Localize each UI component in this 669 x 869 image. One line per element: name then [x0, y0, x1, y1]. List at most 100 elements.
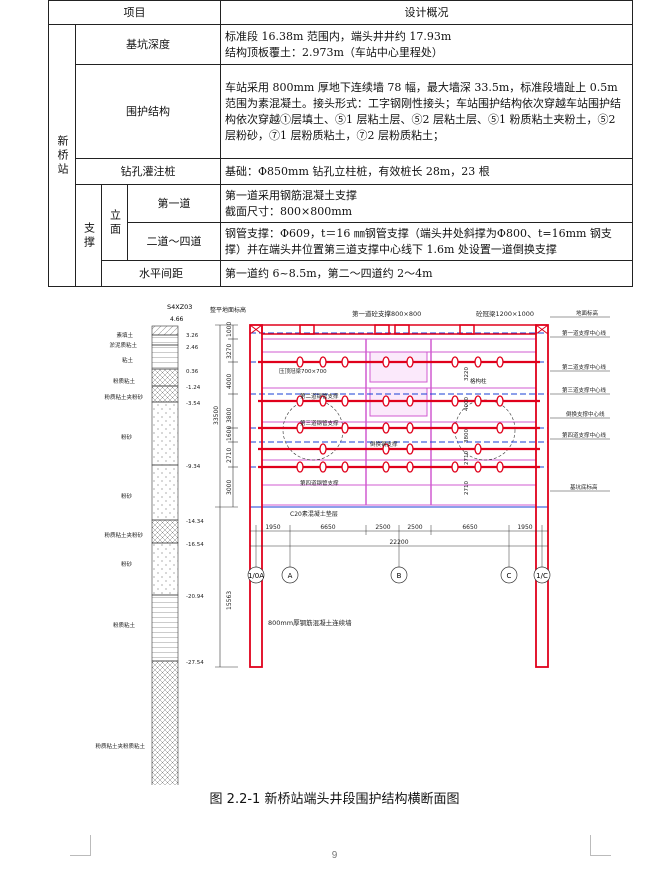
layer-name-8: 粉质粘土夹粉砂 — [104, 531, 143, 539]
axis-markers: 1/0A A B C 1/C — [247, 566, 551, 584]
layer-name-1: 素填土 — [116, 331, 133, 339]
layer-elev-3: 0.36 — [186, 369, 199, 375]
pit-depth-line-2: 结构顶板覆土：2.973m（车站中心里程处） — [225, 45, 443, 59]
dim-left-6: 2710 — [226, 448, 233, 463]
diaphragm-walls — [249, 324, 549, 668]
corner-mark-left — [70, 835, 91, 856]
layer-name-9: 粉砂 — [121, 560, 133, 568]
spacing-value: 第一道约 6~8.5m，第二～四道约 2～4m — [220, 260, 633, 287]
dim-left-4: 3800 — [226, 408, 233, 423]
layer-elev-6: -9.34 — [186, 464, 201, 470]
dim-mid-1: 3220 — [464, 367, 470, 381]
page-number: 9 — [331, 850, 338, 861]
layer-name-11: 粉质粘土夹粉质粘土 — [95, 742, 145, 750]
dim-total-width: 22200 — [389, 539, 408, 546]
first-value: 第一道采用钢筋混凝土支撑 截面尺寸：800×800mm — [220, 184, 633, 223]
borehole-column — [151, 325, 179, 785]
right-label-5: 倒换支撑中心线 — [566, 410, 605, 418]
dim-left-2: 3270 — [226, 344, 233, 359]
layer-name-3: 粘土 — [122, 356, 134, 364]
axis-1-0a: 1/0A — [248, 572, 264, 580]
first-line-1: 第一道采用钢筋混凝土支撑 — [225, 188, 357, 202]
dim-mid-4: 2710 — [464, 451, 470, 465]
layer-elev-8: -16.54 — [186, 542, 204, 548]
left-dimensions — [215, 324, 238, 668]
layer-name-7: 粉砂 — [121, 492, 133, 500]
axis-a: A — [288, 572, 293, 580]
dim-mid-3: 3800 — [464, 429, 470, 443]
axis-1-c: 1/C — [536, 572, 548, 580]
station-label: 新桥站 — [48, 24, 76, 287]
second-fourth-label: 二道～四道 — [127, 222, 221, 261]
label-wall: 800mm厚钢筋混凝土连续墙 — [268, 618, 352, 627]
layer-elev-1: 3.26 — [186, 333, 199, 339]
dim-left-5: 1600 — [226, 426, 233, 441]
spacing-label: 水平间距 — [101, 260, 221, 287]
label-waist: 砼冠梁1200×1000 — [476, 309, 534, 318]
dim-bottom-6: 1950 — [517, 524, 532, 531]
retaining-label: 围护结构 — [75, 64, 221, 159]
label-pressure-beam: 压顶冠梁700×700 — [279, 367, 327, 375]
first-label: 第一道 — [127, 184, 221, 223]
borehole-id: S4XZ03 — [167, 303, 192, 311]
dim-total-depth: 33500 — [213, 406, 220, 425]
layer-name-2: 淤泥质粘土 — [109, 341, 137, 349]
dim-bottom-3: 2500 — [375, 524, 390, 531]
second-fourth-value: 钢管支撑：Φ609，t＝16 ㎜钢管支撑（端头井处斜撑为Φ800、t=16mm … — [220, 222, 633, 261]
first-line-2: 截面尺寸：800×800mm — [225, 204, 353, 218]
right-label-3: 第二道支撑中心线 — [562, 363, 607, 371]
label-brace3: 第三道钢管支撑 — [300, 419, 339, 427]
support-label: 支撑 — [75, 184, 102, 287]
steel-braces — [258, 360, 540, 469]
label-ground: 整平地面标高 — [210, 306, 246, 314]
bottom-dimensions — [250, 525, 548, 567]
borehole-elev: 4.66 — [170, 316, 184, 323]
right-label-1: 地面标高 — [576, 309, 599, 317]
label-column: 格构柱 — [470, 377, 487, 385]
dim-left-3: 4000 — [226, 374, 233, 389]
dim-bottom-4: 2500 — [407, 524, 422, 531]
label-swap: 倒换钢支撑 — [370, 440, 398, 448]
figure-caption: 图 2.2-1 新桥站端头井段围护结构横断面图 — [209, 792, 460, 807]
layer-elev-5: -3.54 — [186, 401, 201, 407]
pile-label: 钻孔灌注桩 — [75, 158, 221, 185]
pit-depth-label: 基坑深度 — [75, 24, 221, 65]
dim-bottom-1: 1950 — [265, 524, 280, 531]
header-item: 项目 — [48, 0, 221, 25]
layer-elev-9: -20.94 — [186, 594, 204, 600]
right-label-2: 第一道支撑中心线 — [562, 329, 607, 337]
section-drawing: S4XZ03 4.66 素填土 淤泥质粘土 粘土 粉质粘土 粉质粘土夹粉砂 粉砂… — [95, 303, 610, 785]
layer-name-10: 粉质粘土 — [113, 621, 136, 629]
right-label-6: 第四道支撑中心线 — [562, 431, 607, 439]
retaining-value: 车站采用 800mm 厚地下连续墙 78 幅，最大墙深 33.5m，标准段墙趾上… — [220, 64, 633, 159]
label-brace2: 第二道钢管支撑 — [300, 392, 339, 400]
corner-mark-right — [590, 835, 611, 856]
dim-mid-5: 2710 — [464, 481, 470, 495]
dim-left-7: 3000 — [226, 480, 233, 495]
pit-depth-value: 标准段 16.38m 范围内，端头井井约 17.93m 结构顶板覆土：2.973… — [220, 24, 633, 65]
brace-joints — [296, 356, 504, 473]
right-level-lines — [550, 316, 610, 492]
dim-bottom-2: 6650 — [320, 524, 335, 531]
layer-name-4: 粉质粘土 — [113, 377, 136, 385]
right-label-4: 第三道支撑中心线 — [562, 386, 607, 394]
layer-elev-10: -27.54 — [186, 660, 204, 666]
layer-elev-2: 2.46 — [186, 345, 199, 351]
pit-depth-line-1: 标准段 16.38m 范围内，端头井井约 17.93m — [225, 29, 452, 43]
design-table: 项目 设计概况 新桥站 基坑深度 标准段 16.38m 范围内，端头井井约 17… — [48, 0, 633, 287]
column-posts — [365, 339, 432, 505]
pile-value: 基础：Φ850mm 钻孔立柱桩，有效桩长 28m，23 根 — [220, 158, 633, 185]
header-overview: 设计概况 — [220, 0, 633, 25]
axis-c: C — [507, 572, 512, 580]
label-brace4: 第四道钢管支撑 — [300, 479, 339, 487]
layer-elev-7: -14.34 — [186, 519, 204, 525]
layer-elev-4: -1.24 — [186, 385, 201, 391]
label-strut1: 第一道砼支撑800×800 — [352, 309, 421, 318]
layer-name-6: 粉砂 — [121, 433, 133, 441]
axis-b: B — [397, 572, 402, 580]
dim-left-1: 1000 — [226, 322, 233, 337]
layer-name-5: 粉质粘土夹粉砂 — [104, 393, 143, 401]
dim-lower-depth: 15563 — [226, 591, 233, 610]
dim-mid-2: 4000 — [464, 397, 470, 411]
vertical-label: 立面 — [101, 184, 128, 261]
